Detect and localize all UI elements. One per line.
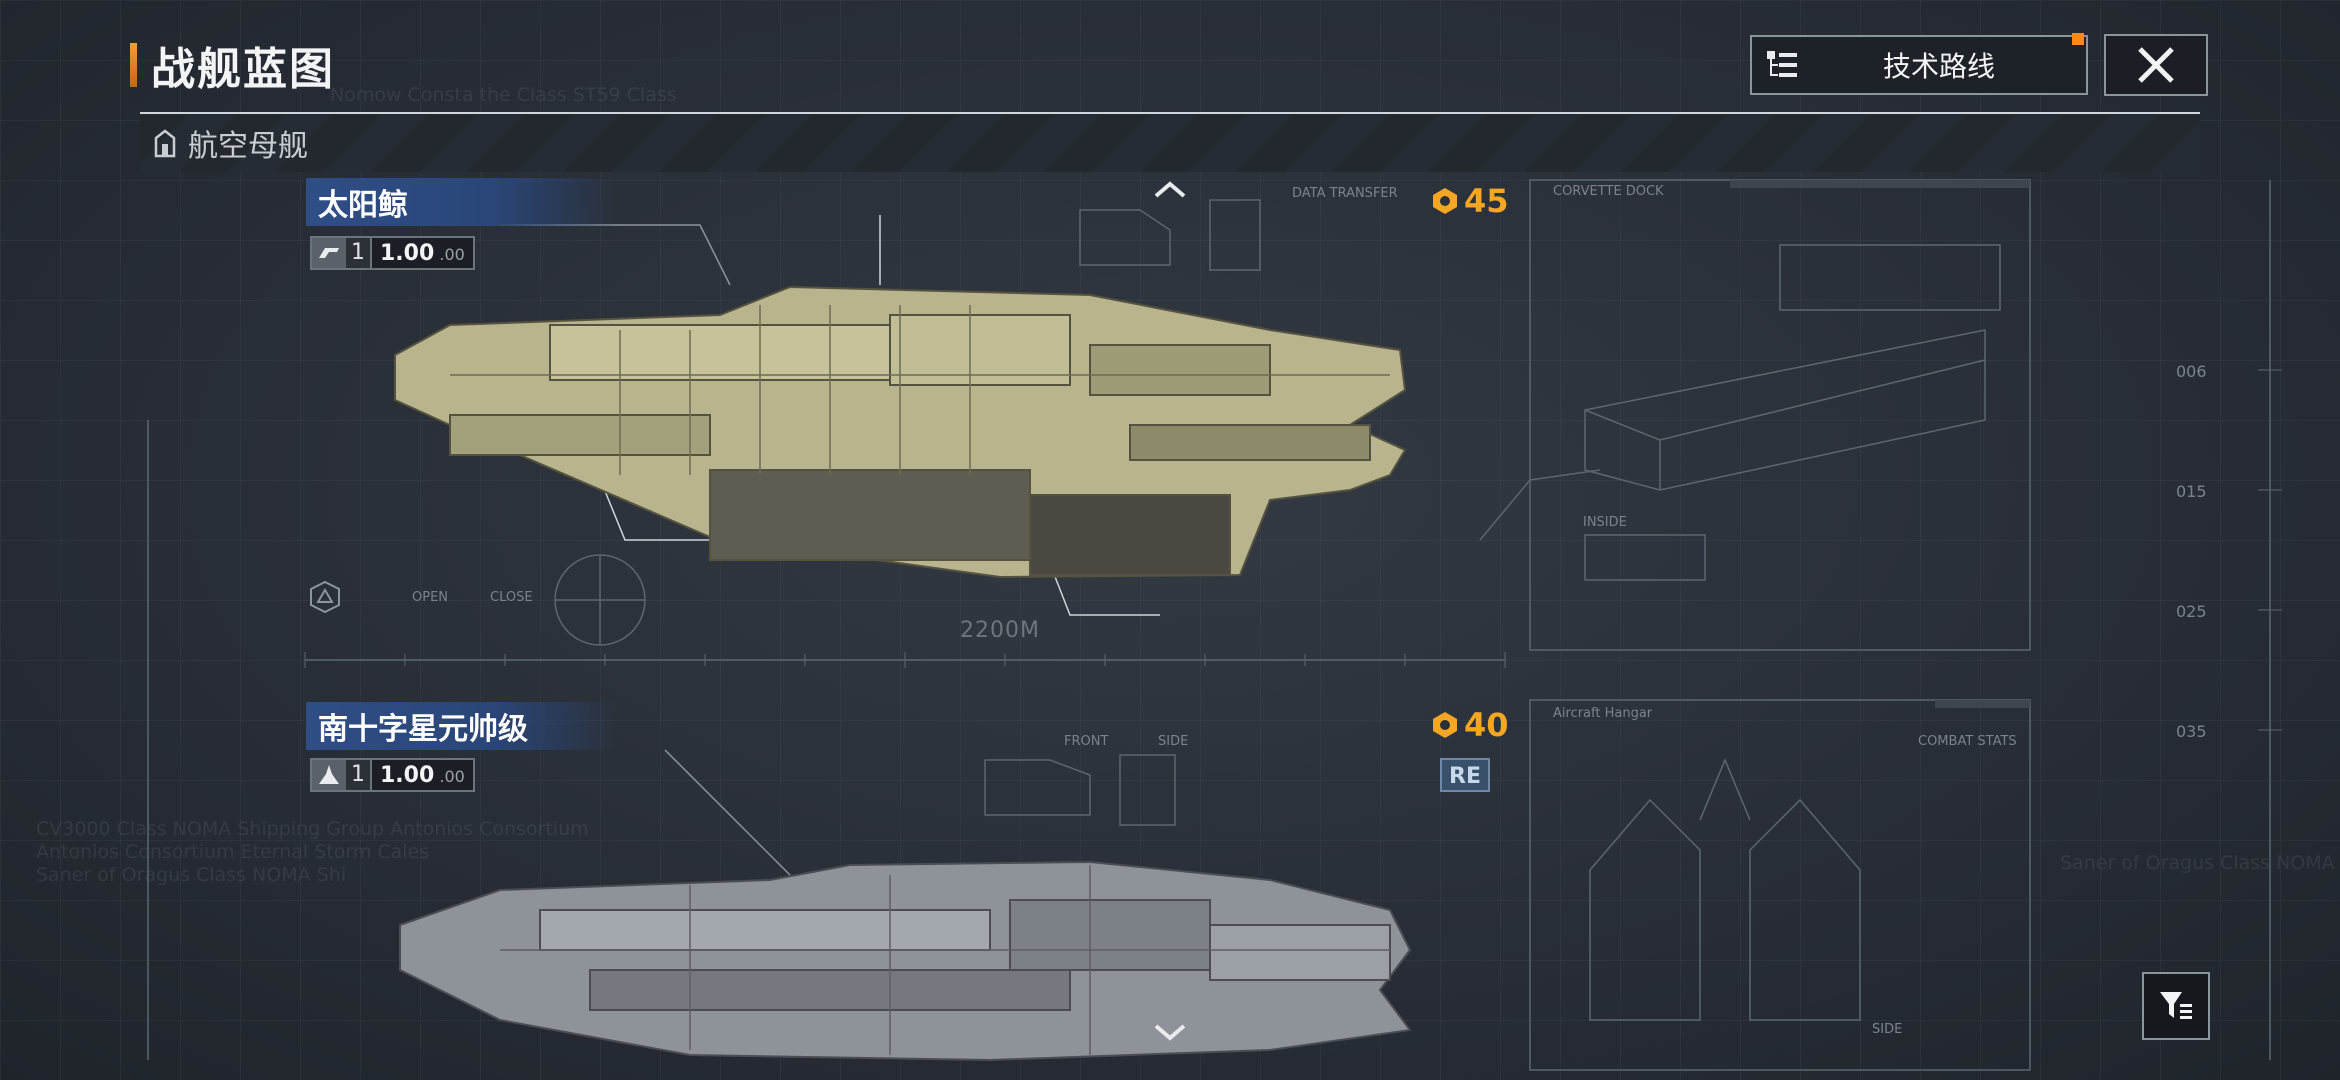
- page-header: 战舰蓝图: [130, 42, 335, 95]
- ship-level: 1: [346, 238, 372, 268]
- background-text-top: Nomow Consta the Class ST59 Class: [330, 84, 677, 106]
- ship-cost-value: 40: [1464, 706, 1509, 744]
- front-label: FRONT: [1064, 734, 1109, 749]
- ship-southern-cross-illustration: [399, 860, 1412, 1062]
- category-bar[interactable]: 航空母舰: [140, 112, 2200, 172]
- ship-cost-value: 45: [1464, 182, 1509, 220]
- ship-level: 1: [346, 760, 372, 790]
- carrier-category-icon: [154, 129, 176, 158]
- close-button[interactable]: [2104, 34, 2208, 96]
- ship-stat-box: 1 1.00 .00: [310, 758, 475, 792]
- filter-button[interactable]: [2142, 972, 2210, 1040]
- blueprint-cost-icon: [1433, 712, 1457, 738]
- corvette-dock-label: CORVETTE DOCK: [1553, 184, 1664, 199]
- side-bottom-label: SIDE: [1872, 1022, 1903, 1037]
- blueprint-cost-icon: [1433, 188, 1457, 214]
- close-label: CLOSE: [490, 590, 533, 605]
- close-icon: [2138, 47, 2174, 83]
- ship-cost: 45: [1430, 182, 1509, 220]
- combat-stats-label: COMBAT STATS: [1918, 734, 2017, 749]
- ship-stat-box: 1 1.00 .00: [310, 236, 475, 270]
- side-label: SIDE: [1158, 734, 1189, 749]
- notification-dot: [2072, 33, 2084, 45]
- ruler-label: 025: [2176, 602, 2207, 621]
- ship-name: 太阳鲸: [306, 178, 618, 226]
- scroll-up-icon[interactable]: [1150, 178, 1190, 202]
- ship-name: 南十字星元帅级: [306, 702, 618, 750]
- ship-cost: 40: [1430, 706, 1509, 744]
- tech-tree-icon: [1752, 48, 1812, 82]
- tech-route-button[interactable]: 技术路线: [1750, 33, 2088, 95]
- hangar-mode-icon: [310, 580, 340, 614]
- page-title: 战舰蓝图: [151, 44, 335, 95]
- ship-stat-value: 1.00 .00: [380, 762, 465, 788]
- scroll-down-icon[interactable]: [1150, 1020, 1190, 1044]
- data-transfer-label: DATA TRANSFER: [1292, 186, 1398, 201]
- ruler-label: 035: [2176, 722, 2207, 741]
- ruler-label: 006: [2176, 362, 2207, 381]
- open-label: OPEN: [412, 590, 449, 605]
- scale-label: 2200M: [960, 618, 1040, 643]
- background-text-left-2: Antonios Consortium Eternal Storm Cales: [36, 841, 430, 863]
- ship-sun-whale-illustration: [394, 285, 1407, 579]
- ship-class-icon: [312, 760, 346, 790]
- tech-route-label: 技术路线: [1882, 50, 1995, 83]
- ship-class-icon: [312, 238, 346, 268]
- title-accent-bar: [130, 43, 137, 87]
- background-text-left-3: Saner of Oragus Class NOMA Shi: [36, 864, 347, 886]
- filter-icon: [2160, 992, 2192, 1019]
- background-text-left-1: CV3000 Class NOMA Shipping Group Antonio…: [36, 818, 589, 840]
- re-badge: RE: [1440, 758, 1490, 792]
- ruler-label: 015: [2176, 482, 2207, 501]
- aircraft-hangar-label: Aircraft Hangar: [1553, 706, 1653, 721]
- ship-stat-value: 1.00 .00: [380, 240, 465, 266]
- inside-label: INSIDE: [1583, 515, 1627, 530]
- category-label: 航空母舰: [188, 129, 308, 164]
